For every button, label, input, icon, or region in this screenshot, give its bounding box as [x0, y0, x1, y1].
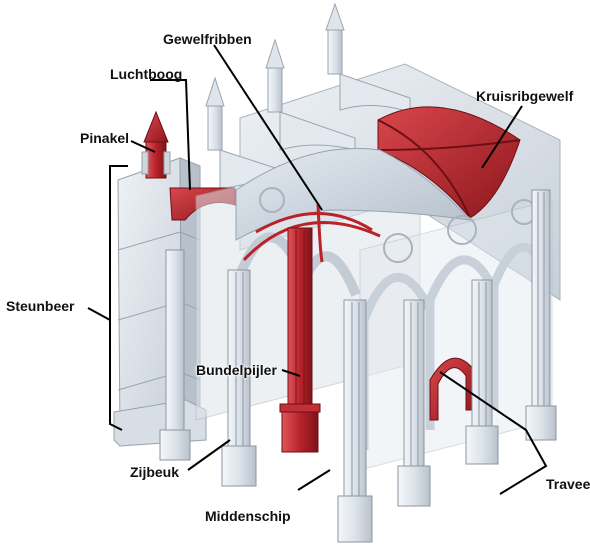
label-travee: Travee [546, 476, 590, 492]
label-luchtboog: Luchtboog [110, 66, 182, 82]
label-steunbeer: Steunbeer [6, 298, 74, 314]
pinakel-red [142, 112, 170, 178]
label-bundelpijler: Bundelpijler [196, 362, 277, 378]
label-middenschip: Middenschip [205, 508, 291, 524]
label-kruisribgewelf: Kruisribgewelf [476, 88, 573, 104]
label-gewelfribben: Gewelfribben [163, 31, 252, 47]
label-pinakel: Pinakel [80, 130, 129, 146]
label-zijbeuk: Zijbeuk [130, 464, 179, 480]
